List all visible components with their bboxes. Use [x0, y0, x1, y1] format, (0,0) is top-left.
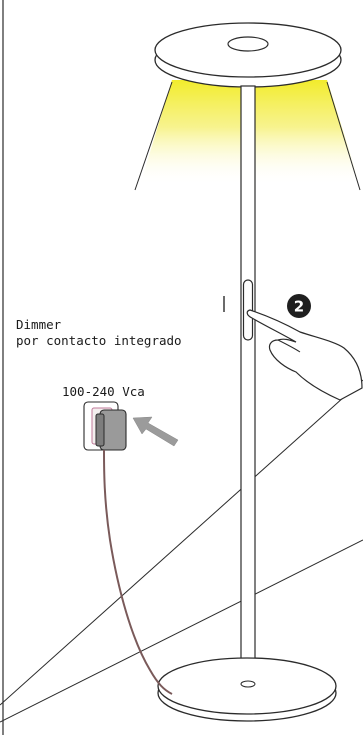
- light-edge-right: [326, 81, 361, 191]
- dimmer-label-line1: Dimmer: [16, 317, 62, 332]
- floor-line: [0, 379, 363, 706]
- lamp-head-button: [227, 36, 269, 52]
- hand-icon: [246, 309, 363, 401]
- voltage-label: 100-240 Vca: [62, 384, 145, 399]
- dimmer-label-line2: por contacto integrado: [16, 333, 182, 348]
- touch-dimmer-slot: [242, 279, 254, 341]
- power-adapter-side: [95, 413, 105, 447]
- power-cable: [103, 449, 173, 695]
- plug-arrow-icon: [132, 416, 179, 447]
- step-badge: [287, 294, 311, 318]
- light-edge-left: [134, 81, 173, 191]
- finger-crease: [277, 339, 301, 353]
- pole-joint: [240, 680, 256, 688]
- step-badge-number: 2: [294, 298, 304, 316]
- lamp-pole: [240, 85, 256, 691]
- floor-line-back: [0, 539, 363, 723]
